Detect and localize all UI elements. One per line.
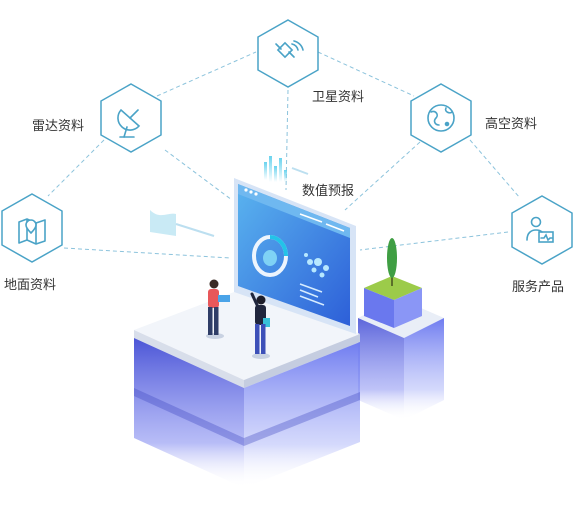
plant-cube bbox=[364, 238, 422, 328]
link-surface-center bbox=[63, 247, 231, 259]
user-monitor-icon bbox=[526, 216, 554, 243]
wave-decoration bbox=[150, 210, 176, 236]
hex-node-surface bbox=[1, 193, 63, 263]
link-upper-air-service bbox=[469, 139, 521, 199]
pointer-line bbox=[175, 223, 215, 237]
link-radar-center bbox=[164, 149, 233, 201]
globe-icon bbox=[427, 104, 455, 132]
link-upper-air-center bbox=[344, 141, 421, 211]
node-label-service: 服务产品 bbox=[512, 280, 565, 295]
hex-node-radar bbox=[100, 83, 162, 153]
hex-node-upper-air bbox=[410, 83, 472, 153]
center-label-nwp: 数值预报 bbox=[302, 184, 355, 199]
hex-node-service bbox=[511, 195, 573, 265]
satellite-icon bbox=[275, 40, 304, 59]
person-figure-analyst bbox=[206, 279, 230, 339]
link-radar-satellite bbox=[156, 51, 257, 97]
pointer-line bbox=[291, 167, 309, 175]
node-label-upper-air: 高空资料 bbox=[485, 117, 538, 132]
link-radar-surface bbox=[47, 139, 105, 197]
node-label-radar: 雷达资料 bbox=[32, 119, 85, 134]
hex-node-satellite bbox=[257, 19, 319, 88]
link-satellite-center bbox=[285, 89, 289, 191]
person-figure-presenter bbox=[250, 292, 270, 359]
map-pin-icon bbox=[18, 218, 46, 245]
bar-decoration bbox=[264, 156, 287, 182]
node-label-surface: 地面资料 bbox=[4, 278, 57, 293]
link-satellite-upper-air bbox=[317, 51, 415, 97]
node-label-satellite: 卫星资料 bbox=[312, 90, 365, 105]
radar-dish-icon bbox=[117, 108, 141, 138]
connection-lines bbox=[47, 51, 521, 259]
link-service-center bbox=[359, 231, 509, 251]
dashboard-screen bbox=[234, 178, 356, 334]
